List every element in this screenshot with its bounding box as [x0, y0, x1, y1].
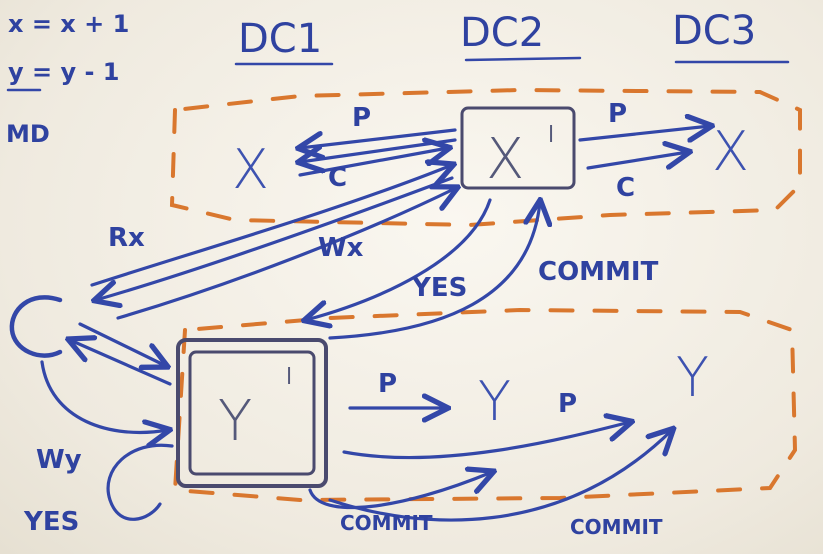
note-md: MD — [6, 120, 50, 148]
y-node-dc1: Y — [218, 389, 252, 454]
y-p-label-2: P — [558, 389, 577, 419]
y-leader-inner-box — [188, 350, 316, 476]
x-p-label-left: P — [352, 103, 371, 133]
x-prepare-arrow-left — [300, 128, 457, 148]
dc3-header: DC3 — [672, 8, 756, 54]
y-commit-arrow-dc2 — [308, 472, 492, 510]
client-read-x-arrow — [90, 165, 452, 287]
x-ack-arrow-left — [298, 148, 448, 177]
client-write-x-arrow — [116, 188, 456, 320]
yes-y-loop — [106, 443, 174, 521]
wy-label: Wy — [36, 445, 82, 475]
y-to-client-arrow — [70, 340, 172, 386]
yes-x-label: YES — [411, 273, 467, 303]
yes-y-label: YES — [23, 507, 79, 537]
x-group-region — [169, 87, 802, 228]
y-prepare-arrow-dc3 — [342, 422, 630, 460]
y-leader-outer-box — [176, 338, 328, 488]
y-node-dc3: Y — [676, 346, 709, 409]
yes-x-arrow — [306, 198, 492, 320]
dc1-header: DC1 — [238, 16, 322, 62]
commit-y-label-2: COMMIT — [570, 515, 663, 539]
client-to-y-arrow — [78, 322, 166, 366]
commit-y-label-1: COMMIT — [340, 511, 433, 535]
x-prepare-arrow-right — [578, 126, 710, 140]
y-leader-mark: l — [286, 365, 292, 390]
note-y-decrement: y = y - 1 — [8, 58, 119, 86]
y-commit-arrow-dc3 — [328, 430, 672, 522]
commit-x-arrow — [328, 202, 540, 340]
client-write-y-arrow — [40, 360, 168, 432]
note-x-increment: x = x + 1 — [8, 10, 129, 38]
x-commit-arrow-right — [586, 152, 688, 168]
x-to-client-arrow — [96, 176, 454, 300]
client-node — [9, 295, 63, 358]
x-c-label-left: C — [328, 163, 347, 193]
x-node-dc2: X — [486, 127, 524, 192]
x-leader-box — [460, 106, 576, 190]
y-node-dc2: Y — [478, 370, 511, 433]
x-node-dc1: X — [232, 138, 269, 201]
dc2-header: DC2 — [460, 10, 544, 56]
wx-label: Wx — [318, 233, 364, 263]
x-node-dc3: X — [712, 120, 749, 183]
y-group-region — [172, 307, 798, 503]
x-p-label-right: P — [608, 99, 627, 129]
rx-label: Rx — [108, 223, 145, 253]
x-c-label-right: C — [616, 173, 635, 203]
dc2-header-underline — [464, 56, 582, 62]
x-leader-mark: l — [548, 123, 554, 148]
commit-x-label: COMMIT — [538, 257, 659, 287]
y-p-label-1: P — [378, 369, 397, 399]
